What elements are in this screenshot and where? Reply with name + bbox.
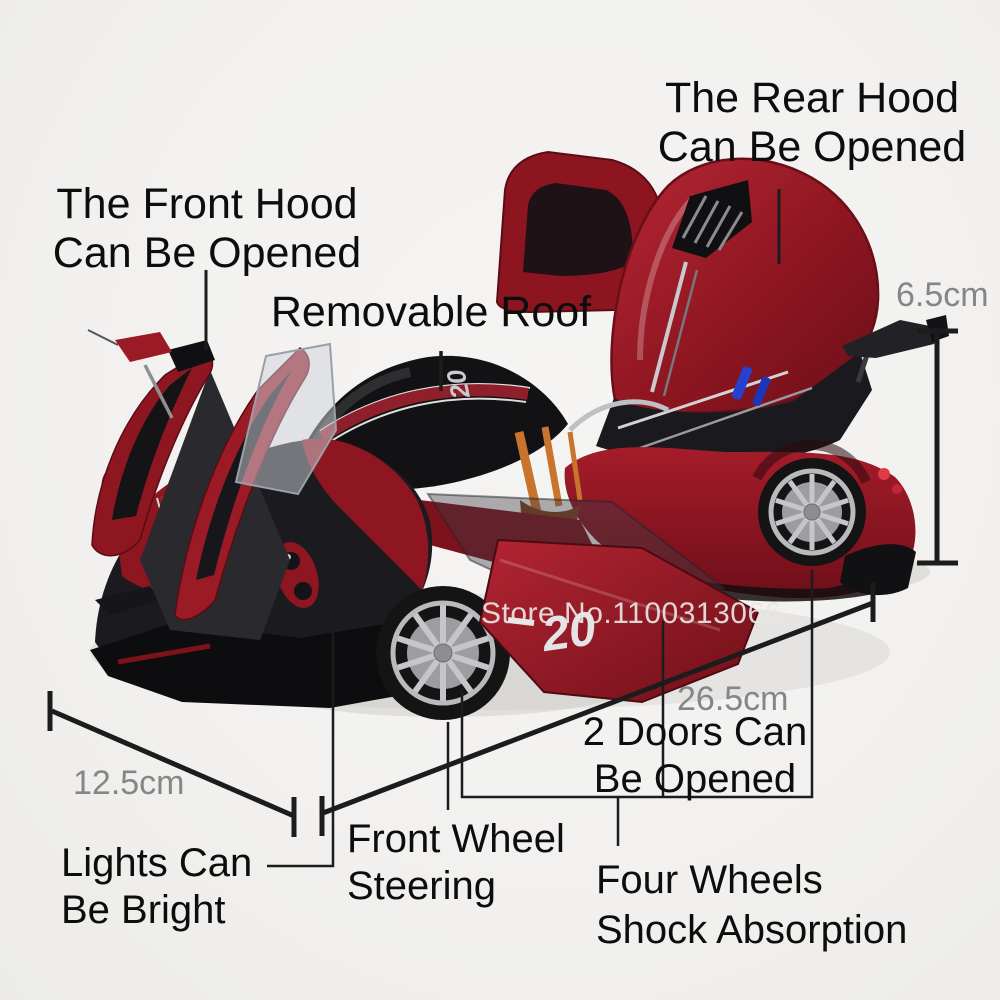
callout-lights-line2: Be Bright — [61, 888, 226, 932]
racing-stripe — [318, 384, 529, 442]
dimension-height-label: 6.5cm — [896, 276, 989, 314]
engine-bay — [596, 352, 872, 463]
rear-hood-vents — [672, 180, 752, 258]
callout-front-hood: The Front Hood Can Be Opened — [53, 180, 361, 278]
callout-front-hood-line1: The Front Hood — [56, 180, 358, 228]
dimension-length-label: 26.5cm — [677, 680, 789, 718]
callout-rear-hood: The Rear Hood Can Be Opened — [658, 74, 966, 172]
callout-shock-line1: Four Wheels — [596, 858, 823, 902]
callout-lights-line1: Lights Can — [61, 841, 253, 885]
open-door: 20 — [478, 538, 760, 704]
store-watermark: Store No.1100313066 — [481, 597, 782, 630]
callout-rear-hood-line1: The Rear Hood — [664, 74, 959, 122]
callout-front-wheel-line2: Steering — [347, 864, 496, 908]
callout-front-wheel-steering: Front Wheel Steering — [347, 816, 565, 910]
tail-light — [878, 468, 890, 480]
callout-rear-hood-line2: Can Be Opened — [657, 123, 967, 171]
door-number: 20 — [538, 602, 600, 662]
roll-hoop — [568, 399, 670, 432]
front-wheel — [376, 586, 510, 720]
tail-light — [892, 484, 902, 494]
dimension-width-line — [47, 691, 297, 837]
bracket-four-wheels — [460, 570, 814, 846]
front-splitter — [90, 586, 468, 708]
leader-lights — [267, 577, 335, 868]
callout-lights: Lights Can Be Bright — [61, 840, 252, 934]
side-mirror — [87, 329, 174, 419]
rear-wheel — [752, 440, 871, 566]
callout-doors-line1: 2 Doors Can — [582, 710, 808, 754]
rear-bumper — [840, 544, 916, 596]
callout-front-wheel-line1: Front Wheel — [347, 817, 565, 861]
callout-shock-line2: Shock Absorption — [596, 908, 908, 952]
callout-removable-roof: Removable Roof — [270, 288, 592, 336]
rear-hood-open — [610, 157, 880, 414]
callout-doors: 2 Doors Can Be Opened — [583, 709, 808, 803]
hood-strut — [650, 261, 688, 393]
callout-shock-absorption: Four Wheels Shock Absorption — [596, 855, 907, 955]
callout-doors-line2: Be Opened — [593, 757, 797, 801]
far-door-window — [523, 183, 634, 276]
dimension-width-label: 12.5cm — [73, 764, 185, 802]
dimension-height-line — [917, 328, 958, 566]
door-glass-raised — [234, 342, 338, 496]
blue-shock-absorber — [731, 366, 753, 400]
dimension-length-line — [319, 583, 876, 836]
callout-front-hood-line2: Can Be Opened — [52, 229, 362, 277]
roof-number: 20 — [440, 366, 476, 402]
